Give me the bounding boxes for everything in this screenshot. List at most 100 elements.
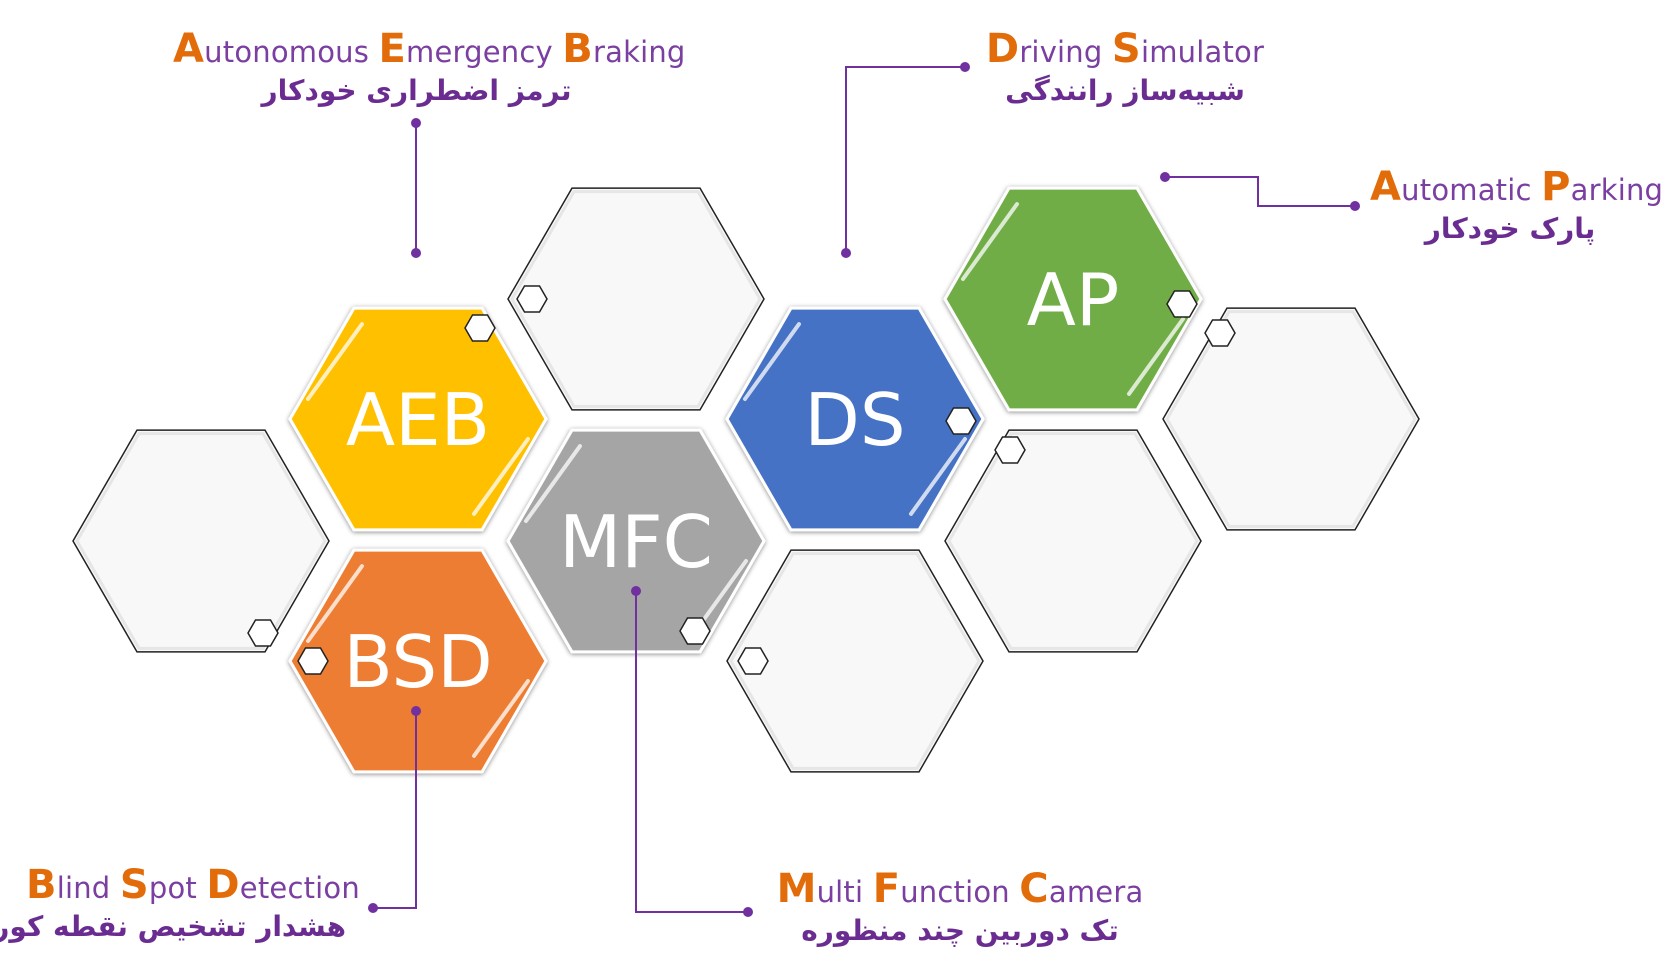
label-word-rest: pot xyxy=(148,871,207,905)
hexagon-empty-2 xyxy=(507,187,765,411)
label-word-rest: raking xyxy=(593,35,686,69)
connector-dot xyxy=(368,903,378,913)
label-initial-letter: F xyxy=(872,866,901,912)
small-hexagon-icon xyxy=(516,285,548,313)
hexagon-highlight xyxy=(909,437,967,516)
small-hexagon-icon xyxy=(297,647,329,675)
hexagon-bsd: BSD xyxy=(288,548,548,774)
hexagon-mfc-abbr: MFC xyxy=(559,500,713,584)
hexagon-empty-4 xyxy=(944,429,1202,653)
hexagon-mfc-shape xyxy=(506,428,766,654)
hexagon-shape xyxy=(944,429,1202,653)
hexagon-ds: DS xyxy=(725,306,985,532)
hexagon-ds-shape xyxy=(725,306,985,532)
label-initial-letter: A xyxy=(173,26,205,72)
label-word-rest: arking xyxy=(1570,173,1664,207)
label-initial-letter: D xyxy=(206,862,240,908)
hexagon-aeb: AEB xyxy=(288,306,548,532)
label-ap-english: Automatic Parking xyxy=(1370,164,1663,210)
hexagon-empty-5 xyxy=(1162,307,1420,531)
hexagon-mfc: MFC xyxy=(506,428,766,654)
label-initial-letter: P xyxy=(1541,164,1571,210)
label-mfc: Multi Function Camera تک دوربین چند منظو… xyxy=(770,866,1150,947)
label-initial-letter: M xyxy=(776,866,817,912)
label-initial-letter: S xyxy=(1111,26,1141,72)
label-word-rest: unction xyxy=(900,875,1020,909)
label-initial-letter: D xyxy=(985,26,1020,72)
hexagon-inner-edge xyxy=(75,432,327,650)
hexagon-highlight xyxy=(472,679,530,758)
label-ds-english: Driving Simulator xyxy=(980,26,1270,72)
hexagon-inner-edge xyxy=(1165,310,1417,528)
label-word-rest: riving xyxy=(1019,35,1112,69)
hexagon-highlight xyxy=(743,322,801,401)
small-hexagon-icon xyxy=(737,647,769,675)
hexagon-highlight xyxy=(472,437,530,516)
hexagon-empty-3 xyxy=(726,549,984,773)
label-word-rest: utomatic xyxy=(1401,173,1542,207)
label-bsd-persian: هشدار تشخیص نقطه کور xyxy=(0,910,346,943)
connector-dot xyxy=(960,62,970,72)
hexagon-highlight xyxy=(961,202,1019,281)
small-hexagon-icon xyxy=(1166,290,1198,318)
hexagon-ap-shape xyxy=(943,186,1203,412)
small-hexagon-icon xyxy=(1204,319,1236,347)
label-word-rest: imulator xyxy=(1140,35,1265,69)
label-ds-persian: شبیه‌ساز رانندگی xyxy=(1005,74,1245,107)
label-bsd: Blind Spot Detection هشدار تشخیص نقطه کو… xyxy=(0,862,360,943)
label-ap: Automatic Parking پارک خودکار xyxy=(1370,164,1663,245)
hexagon-shape xyxy=(1162,307,1420,531)
label-initial-letter: C xyxy=(1019,866,1049,912)
connector-dot xyxy=(1160,172,1170,182)
label-initial-letter: B xyxy=(562,26,593,72)
hexagon-layer: AEB BSD MFC DS AP xyxy=(72,186,1420,774)
hexagon-inner-edge xyxy=(947,432,1199,650)
label-word-rest: amera xyxy=(1048,875,1144,909)
hexagon-ap: AP xyxy=(943,186,1203,412)
connector-dot xyxy=(743,907,753,917)
hexagon-highlight xyxy=(524,444,582,523)
label-mfc-english: Multi Function Camera xyxy=(770,866,1150,912)
hexagon-highlight xyxy=(306,322,364,401)
connector-dot xyxy=(411,248,421,258)
label-word-rest: mergency xyxy=(406,35,563,69)
connector-mfc xyxy=(635,591,748,913)
small-hexagon-icon xyxy=(945,407,977,435)
connector-layer xyxy=(368,62,1360,917)
connector-dot xyxy=(631,586,641,596)
hexagon-shape xyxy=(507,187,765,411)
connector-dot xyxy=(411,706,421,716)
label-word-rest: ulti xyxy=(816,875,873,909)
label-word-rest: lind xyxy=(56,871,120,905)
hexagon-ds-abbr: DS xyxy=(804,378,905,462)
label-word-rest: utonomous xyxy=(204,35,379,69)
label-ap-persian: پارک خودکار xyxy=(1424,212,1596,245)
hexagon-aeb-shape xyxy=(288,306,548,532)
hexagon-inner-edge xyxy=(510,190,762,408)
small-hexagon-icon xyxy=(247,619,279,647)
label-aeb-english: Autonomous Emergency Braking xyxy=(173,26,685,72)
small-hexagon-icon xyxy=(994,436,1026,464)
hexagon-highlight xyxy=(306,564,364,643)
label-aeb: Autonomous Emergency Braking ترمز اضطرار… xyxy=(173,26,685,107)
label-bsd-english: Blind Spot Detection xyxy=(26,862,360,908)
connector-dot xyxy=(1350,201,1360,211)
label-word-rest: etection xyxy=(239,871,360,905)
connector-dot xyxy=(411,118,421,128)
hexagon-aeb-abbr: AEB xyxy=(346,378,490,462)
hexagon-shape xyxy=(726,549,984,773)
hexagon-inner-edge xyxy=(729,552,981,770)
connector-ap xyxy=(1165,176,1355,207)
hexagon-shape xyxy=(72,429,330,653)
hexagon-bsd-shape xyxy=(288,548,548,774)
label-initial-letter: A xyxy=(1370,164,1402,210)
hexagon-ap-abbr: AP xyxy=(1027,258,1120,342)
label-initial-letter: S xyxy=(119,862,149,908)
connector-bsd xyxy=(373,711,417,909)
hexagon-empty-1 xyxy=(72,429,330,653)
label-mfc-persian: تک دوربین چند منظوره xyxy=(801,914,1119,947)
label-aeb-persian: ترمز اضطراری خودکار xyxy=(261,74,572,107)
label-initial-letter: E xyxy=(378,26,407,72)
hexagon-bsd-abbr: BSD xyxy=(343,620,492,704)
